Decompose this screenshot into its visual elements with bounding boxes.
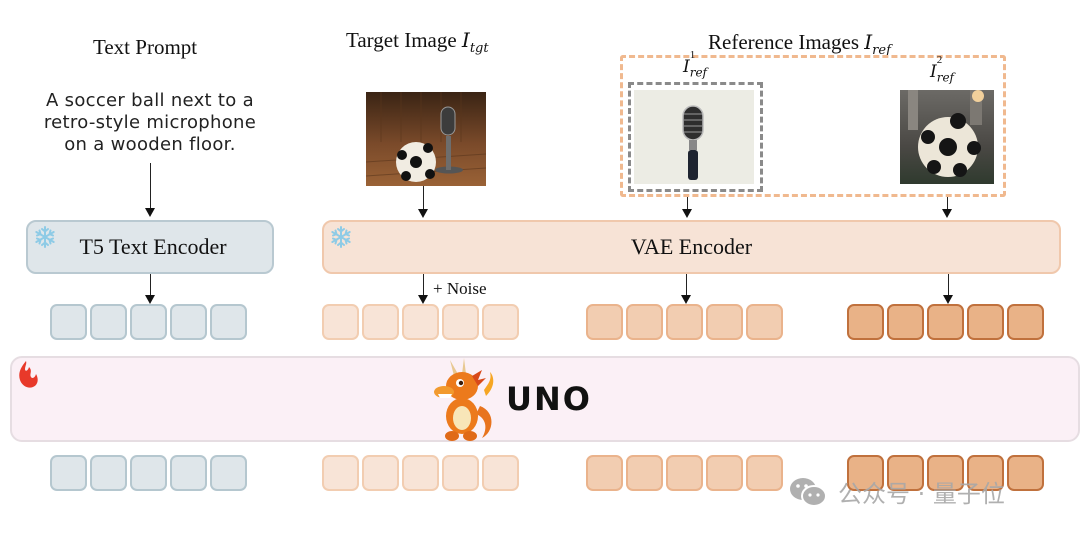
arrow-ref2-to-vae (942, 197, 952, 218)
ref2-token (1007, 455, 1044, 491)
target-token (322, 304, 359, 340)
ref2-token (1007, 304, 1044, 340)
text-prompt-title: Text Prompt (93, 35, 198, 59)
prompt-line: A soccer ball next to a (46, 90, 254, 111)
ref1-token (666, 455, 703, 491)
reference-1-highlight (628, 82, 763, 192)
arrow-prompt-to-t5 (145, 163, 155, 217)
ref1-token (666, 304, 703, 340)
watermark-text: 公众号 · 量子位 (838, 480, 1005, 508)
target-token (482, 304, 519, 340)
reference-images-title-text: Reference Images (708, 30, 865, 54)
ref2-token (847, 455, 884, 491)
ref2-tokens-input (847, 304, 1044, 340)
vae-encoder: VAE Encoder (322, 220, 1061, 274)
text-token (210, 304, 247, 340)
vae-encoder-label: VAE Encoder (630, 234, 753, 259)
ref2-token (967, 455, 1004, 491)
ref1-token (586, 455, 623, 491)
text-tokens-input (50, 304, 247, 340)
target-token (442, 304, 479, 340)
target-token (362, 304, 399, 340)
fire-icon (19, 361, 38, 388)
target-token (482, 455, 519, 491)
target-token (442, 455, 479, 491)
text-token (90, 455, 127, 491)
arrow-t5-to-tokens (145, 274, 155, 304)
target-token (362, 455, 399, 491)
text-token (170, 304, 207, 340)
target-token (402, 304, 439, 340)
ref1-token (626, 455, 663, 491)
reference-symbol: I (864, 30, 873, 54)
text-token (50, 455, 87, 491)
text-token (130, 304, 167, 340)
ref2-token (887, 455, 924, 491)
ref2-superscript: 2 (936, 54, 943, 66)
arrow-ref1-to-vae (682, 197, 692, 218)
uno-label: UNO (506, 380, 592, 418)
wechat-icon (790, 477, 827, 507)
text-token (130, 455, 167, 491)
dragon-mascot (430, 356, 502, 444)
ref1-tokens-output (586, 455, 783, 491)
reference-images-title: Reference Images Iref (708, 30, 891, 58)
arrow-target-to-vae (418, 186, 428, 218)
target-token (322, 455, 359, 491)
ref1-token (746, 304, 783, 340)
noise-label: + Noise (433, 279, 487, 298)
arrow-vae-to-target-tokens (418, 274, 428, 304)
ref1-token (706, 455, 743, 491)
target-image (366, 92, 486, 186)
target-image-symbol: I (461, 28, 470, 52)
ref1-token (586, 304, 623, 340)
target-token (402, 455, 439, 491)
text-prompt: A soccer ball next to a retro-style micr… (5, 90, 295, 156)
ref2-token (887, 304, 924, 340)
reference-image-2 (900, 90, 994, 184)
ref2-subscript: ref (936, 70, 954, 85)
ref1-symbol: I (683, 57, 690, 77)
reference-images-group (620, 55, 1006, 197)
text-token (90, 304, 127, 340)
target-image-subscript: tgt (469, 41, 489, 57)
ref2-token (847, 304, 884, 340)
prompt-line: on a wooden floor. (64, 134, 236, 155)
ref2-token (967, 304, 1004, 340)
ref1-token (626, 304, 663, 340)
text-tokens-output (50, 455, 247, 491)
arrow-vae-to-ref1-tokens (681, 274, 691, 304)
prompt-line: retro-style microphone (43, 112, 257, 133)
uno-model: UNO (10, 356, 1080, 442)
ref1-subscript: ref (689, 65, 707, 80)
text-token (170, 455, 207, 491)
ref1-tokens-input (586, 304, 783, 340)
ref2-token (927, 304, 964, 340)
arrow-vae-to-ref2-tokens (943, 274, 953, 304)
target-tokens-input (322, 304, 519, 340)
ref1-token (706, 304, 743, 340)
reference-image-1 (634, 90, 754, 184)
ref2-symbol: I (930, 62, 937, 82)
ref1-token (746, 455, 783, 491)
target-image-title: Target Image Itgt (346, 28, 489, 56)
snowflake-icon (331, 226, 351, 248)
target-tokens-output (322, 455, 519, 491)
ref1-superscript: 1 (689, 49, 696, 61)
snowflake-icon (35, 226, 55, 248)
ref2-tokens-output (847, 455, 1044, 491)
ref2-token (927, 455, 964, 491)
target-image-title-text: Target Image (346, 28, 462, 52)
t5-text-encoder: T5 Text Encoder (26, 220, 274, 274)
text-token (50, 304, 87, 340)
text-token (210, 455, 247, 491)
t5-encoder-label: T5 Text Encoder (79, 234, 227, 259)
watermark: 公众号 · 量子位 (788, 474, 1005, 509)
reference-subscript: ref (872, 43, 891, 59)
